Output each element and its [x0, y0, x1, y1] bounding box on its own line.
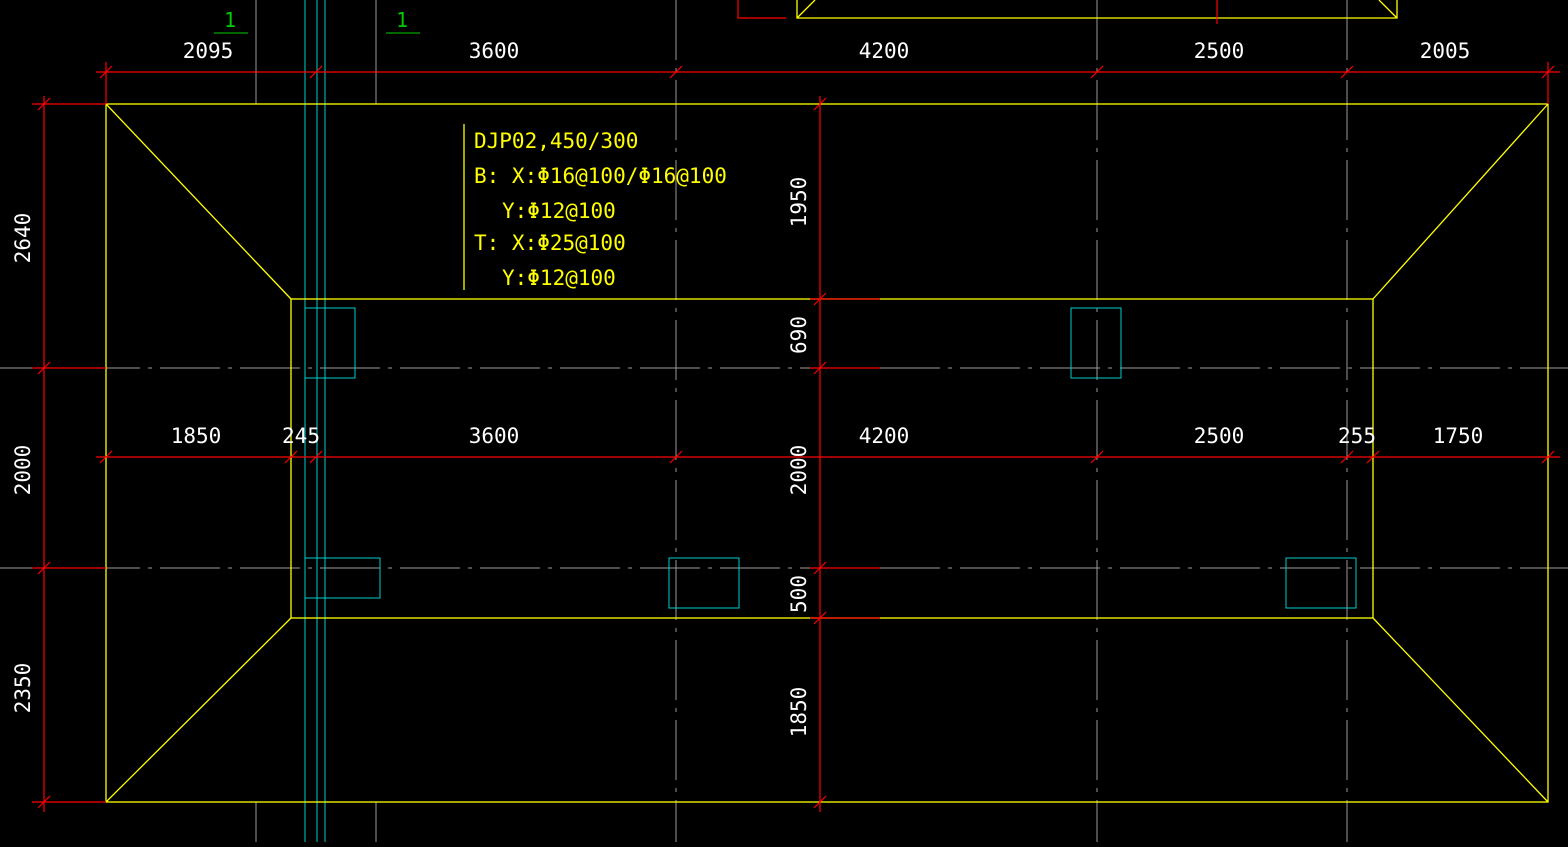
- tick: [1340, 65, 1354, 79]
- tick: [813, 361, 827, 375]
- footing-outline: [105, 0, 1549, 803]
- annotation-footing-id: DJP02,450/300: [474, 129, 638, 153]
- tick: [1366, 450, 1380, 464]
- slope-line-bl: [105, 617, 292, 803]
- column-box-2[interactable]: [1070, 307, 1122, 379]
- annotation-bottom-y: Y:Φ12@100: [502, 199, 616, 223]
- dimension-lines: [32, 0, 1560, 812]
- tick: [813, 561, 827, 575]
- upper-slope-right: [1378, 0, 1398, 19]
- column-box-4[interactable]: [668, 557, 740, 609]
- upper-footing-edge: [796, 0, 1398, 19]
- center-dimension-texts: 1950 690 2000 500 1850: [787, 177, 811, 738]
- mid-dim-text[interactable]: 1850: [171, 424, 222, 448]
- left-dim-text[interactable]: 2350: [11, 663, 35, 714]
- mid-dim-text[interactable]: 245: [282, 424, 320, 448]
- mid-dim-text[interactable]: 3600: [469, 424, 520, 448]
- tick: [309, 65, 323, 79]
- upper-dim-fragment: [737, 0, 786, 19]
- tick: [813, 292, 827, 306]
- annotation-top-x: T: X:Φ25@100: [474, 231, 626, 255]
- tick: [37, 361, 51, 375]
- top-dim-text[interactable]: 4200: [859, 39, 910, 63]
- tick: [284, 450, 298, 464]
- center-dim-text[interactable]: 690: [787, 316, 811, 354]
- mid-dim-text[interactable]: 1750: [1433, 424, 1484, 448]
- column-box-3[interactable]: [304, 557, 381, 599]
- mid-dim-text[interactable]: 2500: [1194, 424, 1245, 448]
- annotation-bottom-x: B: X:Φ16@100/Φ16@100: [474, 164, 727, 188]
- slope-line-br: [1372, 617, 1549, 803]
- tick: [1541, 450, 1555, 464]
- center-dim-text[interactable]: 500: [787, 575, 811, 613]
- center-dim-text[interactable]: 1850: [787, 687, 811, 738]
- top-dim-text[interactable]: 2500: [1194, 39, 1245, 63]
- grid-marker-2[interactable]: 1: [396, 8, 408, 32]
- tick: [813, 97, 827, 111]
- tick: [1090, 450, 1104, 464]
- top-dimension-texts: 2095 3600 4200 2500 2005: [183, 39, 1471, 63]
- tick: [37, 97, 51, 111]
- tick: [813, 611, 827, 625]
- tick: [669, 450, 683, 464]
- tick: [1541, 65, 1555, 79]
- tick: [99, 65, 113, 79]
- top-dim-text[interactable]: 2005: [1420, 39, 1471, 63]
- tick: [309, 450, 323, 464]
- left-dim-text[interactable]: 2640: [11, 213, 35, 264]
- tick: [99, 450, 113, 464]
- grid-marker-1[interactable]: 1: [224, 8, 236, 32]
- top-dim-text[interactable]: 2095: [183, 39, 234, 63]
- mid-dim-text[interactable]: 4200: [859, 424, 910, 448]
- mid-dim-text[interactable]: 255: [1338, 424, 1376, 448]
- tick: [1090, 65, 1104, 79]
- annotation-top-y: Y:Φ12@100: [502, 266, 616, 290]
- column-lines: [304, 0, 1357, 842]
- center-dim-text[interactable]: 1950: [787, 177, 811, 228]
- left-dimension-texts: 2640 2000 2350: [11, 213, 35, 714]
- slope-line-tl: [105, 103, 292, 300]
- footing-outer-rect[interactable]: [105, 103, 1549, 803]
- footing-inner-rect[interactable]: [290, 298, 1374, 619]
- center-dim-text[interactable]: 2000: [787, 445, 811, 496]
- tick: [813, 795, 827, 809]
- tick: [1340, 450, 1354, 464]
- column-box-5[interactable]: [1285, 557, 1357, 609]
- mid-dimension-texts: 1850 245 3600 4200 2500 255 1750: [171, 424, 1484, 448]
- tick: [669, 65, 683, 79]
- grid-markers: 1 1: [214, 8, 420, 34]
- left-dim-text[interactable]: 2000: [11, 445, 35, 496]
- tick: [37, 795, 51, 809]
- slope-line-tr: [1372, 103, 1549, 300]
- top-dim-text[interactable]: 3600: [469, 39, 520, 63]
- upper-slope-left: [796, 0, 816, 19]
- tick: [37, 561, 51, 575]
- footing-annotation[interactable]: DJP02,450/300 B: X:Φ16@100/Φ16@100 Y:Φ12…: [474, 129, 727, 290]
- column-box-1[interactable]: [304, 307, 356, 379]
